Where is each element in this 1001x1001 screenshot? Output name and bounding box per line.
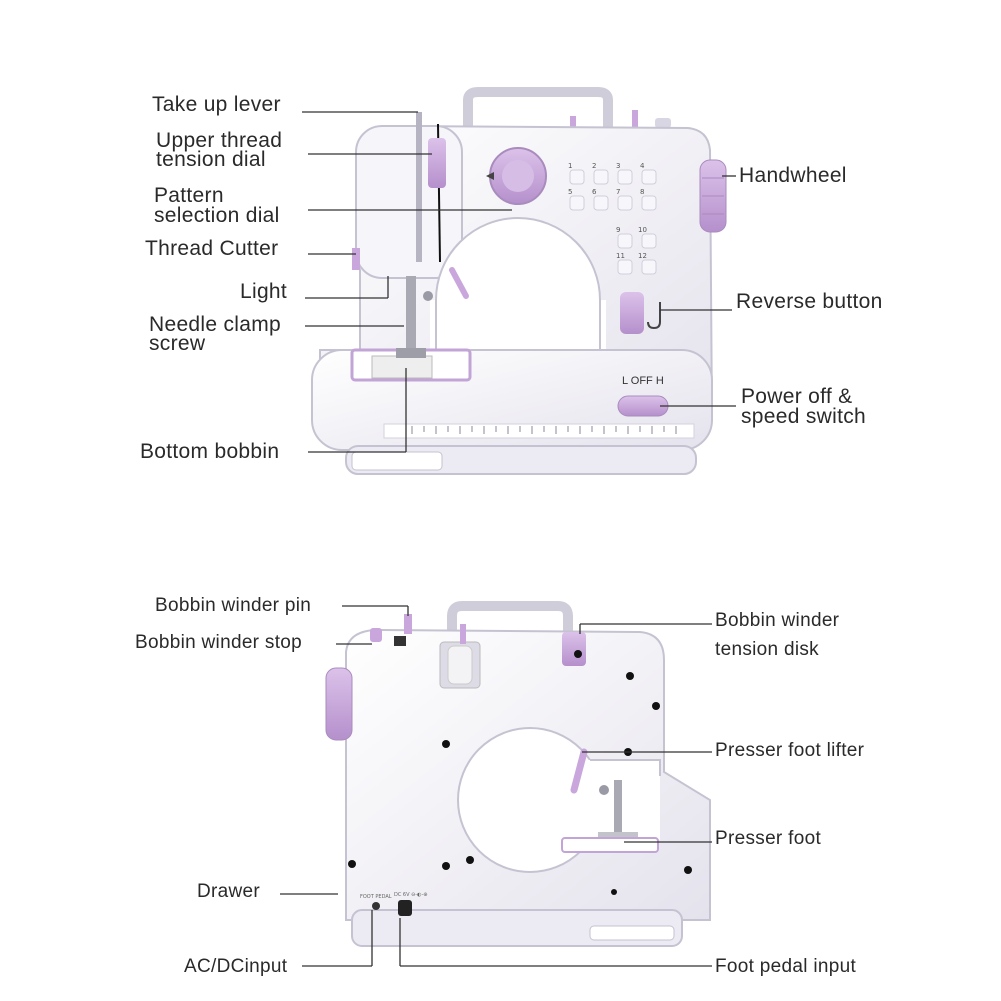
bottom-leader-lines — [280, 605, 712, 967]
label-foot-pedal-input: Foot pedal input — [715, 956, 857, 977]
svg-text:11: 11 — [616, 252, 625, 260]
svg-text:FOOT PEDAL: FOOT PEDAL — [360, 894, 392, 900]
top-leader-lines — [302, 111, 736, 453]
svg-text:10: 10 — [638, 226, 647, 234]
svg-text:1: 1 — [568, 162, 572, 170]
svg-text:6: 6 — [592, 188, 597, 196]
svg-text:2: 2 — [592, 162, 596, 170]
label-light: Light — [240, 280, 288, 303]
label-bobbin-winder-stop: Bobbin winder stop — [135, 632, 303, 653]
svg-text:4: 4 — [640, 162, 645, 170]
label-bottom-bobbin: Bottom bobbin — [140, 440, 280, 463]
label-ac-dc-input: AC/DCinput — [184, 956, 288, 977]
label-needle-clamp-screw: Needle clamp screw — [149, 313, 281, 355]
svg-text:8: 8 — [640, 188, 644, 196]
label-bobbin-winder-tension-disk: Bobbin winder tension disk — [715, 610, 840, 660]
label-reverse-button: Reverse button — [736, 290, 883, 313]
svg-text:DC 6V ⊖-◐-⊕: DC 6V ⊖-◐-⊕ — [394, 892, 427, 898]
svg-text:7: 7 — [616, 188, 620, 196]
label-handwheel: Handwheel — [739, 164, 847, 187]
label-pattern-selection-dial: Pattern selection dial — [154, 184, 280, 227]
back-view-machine: FOOT PEDAL DC 6V ⊖-◐-⊕ — [325, 601, 711, 947]
label-thread-cutter: Thread Cutter — [145, 237, 279, 260]
svg-text:3: 3 — [616, 162, 620, 170]
svg-text:5: 5 — [568, 188, 572, 196]
label-upper-thread-tension-dial: Upper thread tension dial — [156, 129, 283, 171]
label-presser-foot: Presser foot — [715, 828, 822, 849]
svg-text:9: 9 — [616, 226, 620, 234]
label-drawer: Drawer — [197, 881, 261, 902]
label-presser-foot-lifter: Presser foot lifter — [715, 740, 865, 761]
label-power-speed-switch: Power off & speed switch — [741, 385, 866, 428]
switch-positions-text: L OFF H — [622, 375, 664, 387]
label-take-up-lever: Take up lever — [152, 93, 281, 116]
label-bobbin-winder-pin: Bobbin winder pin — [155, 595, 312, 616]
svg-text:12: 12 — [638, 252, 647, 260]
